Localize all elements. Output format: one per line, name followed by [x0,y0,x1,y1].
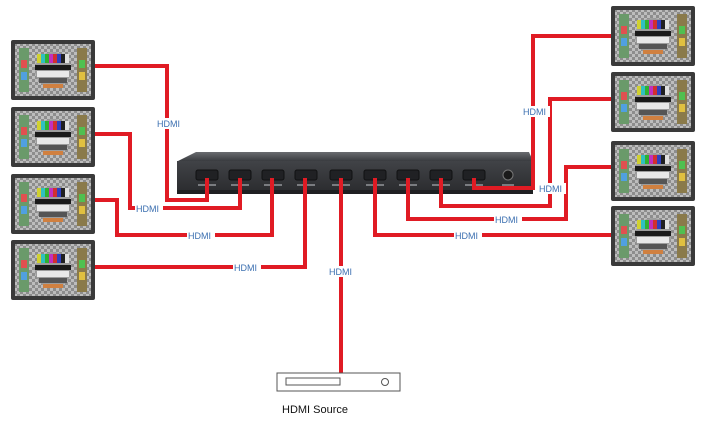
monitor-right-1 [611,6,695,66]
monitor-left-3 [11,174,95,234]
cable-left-1 [95,64,209,202]
monitor-left-1 [11,40,95,100]
power-button-icon [381,378,389,386]
cable-label-left-2: HDMI [136,204,159,214]
hdmi-source-label: HDMI Source [282,404,349,416]
power-jack-icon [502,169,514,181]
cable-right-2 [439,97,611,208]
disc-slot-icon [285,377,341,386]
cable-label-source: HDMI [329,267,352,277]
cable-left-2 [95,132,242,210]
monitor-left-4 [11,240,95,300]
cable-label-right-1: HDMI [523,107,546,117]
hdmi-source-device [276,372,401,392]
cable-label-right-3: HDMI [495,215,518,225]
cable-label-left-3: HDMI [188,231,211,241]
hdmi-cables [95,34,611,378]
cable-left-4 [95,178,307,269]
cable-left-3 [95,178,274,237]
cable-labels: HDMI HDMI HDMI HDMI HDMI HDMI HDMI HDMI … [135,106,566,277]
cable-right-3 [406,165,611,221]
cable-label-left-4: HDMI [234,263,257,273]
cable-label-right-2: HDMI [539,184,562,194]
cable-label-left-1: HDMI [157,119,180,129]
monitor-right-4 [611,206,695,266]
cable-right-4 [373,178,611,237]
cable-right-1 [472,34,611,190]
cable-label-right-4: HDMI [455,231,478,241]
monitor-right-3 [611,141,695,201]
monitor-right-2 [611,72,695,132]
monitor-left-2 [11,107,95,167]
